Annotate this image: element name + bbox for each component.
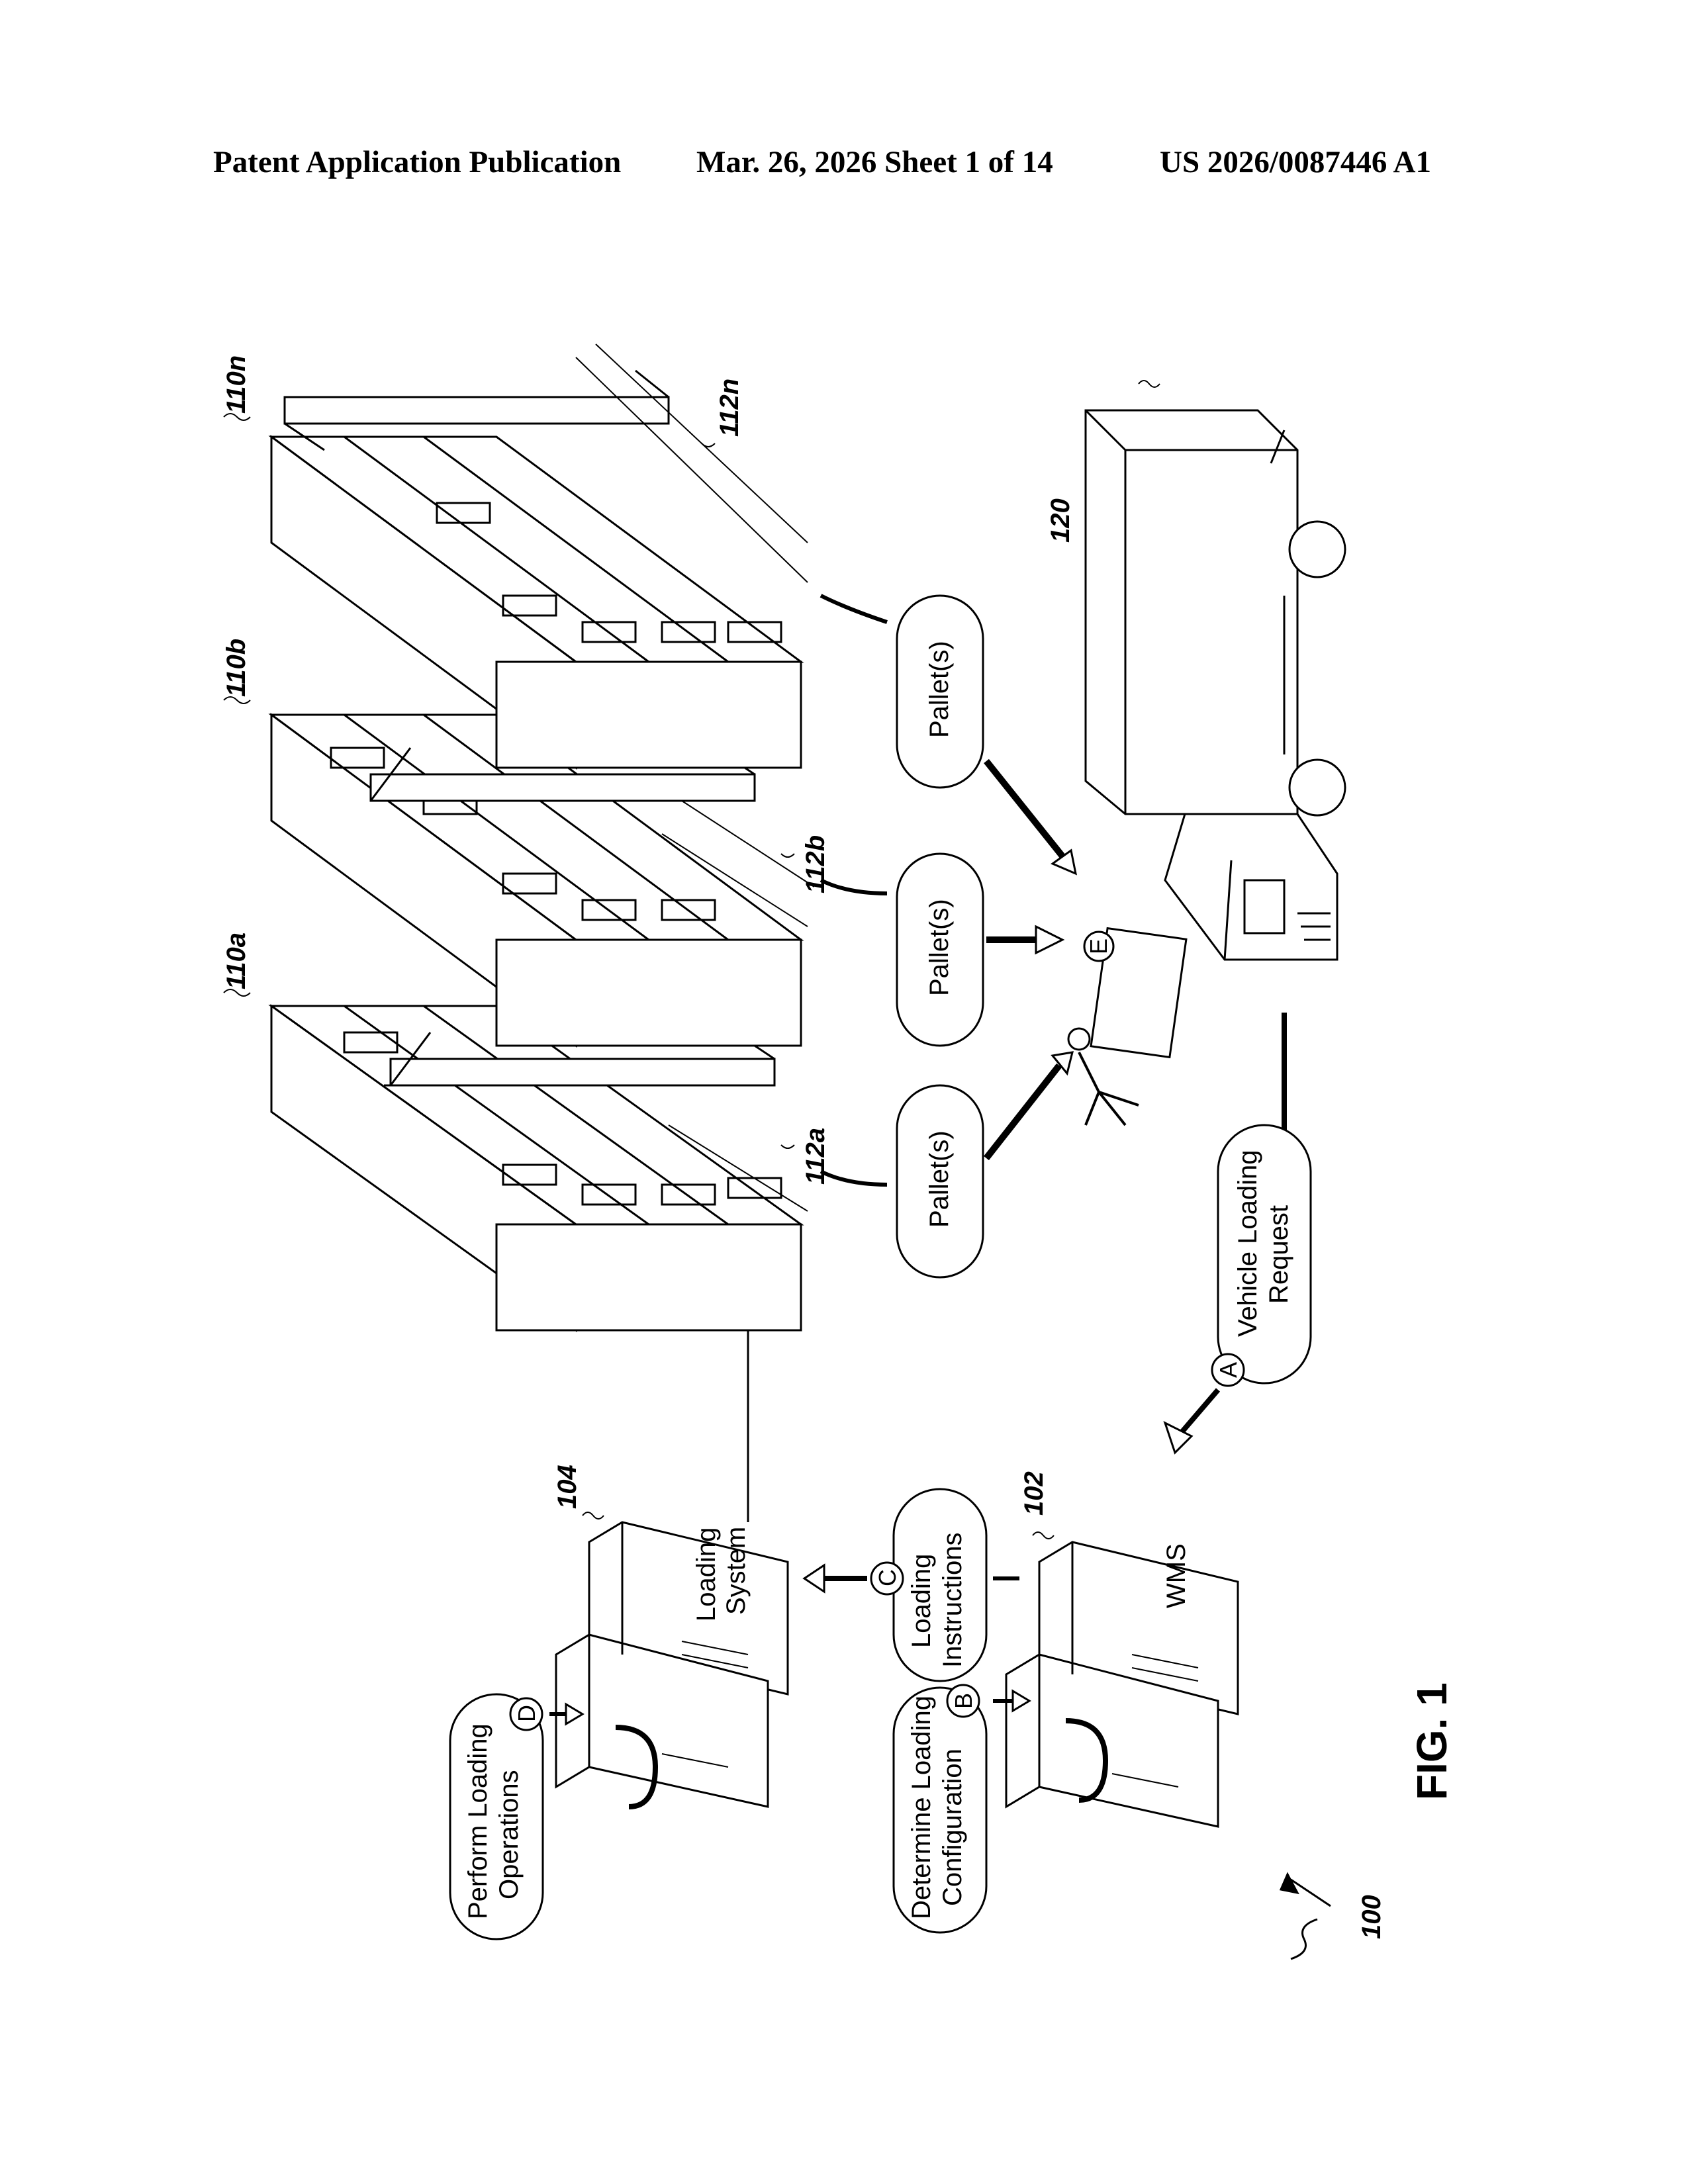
loading-instructions-bubble: Loading Instructions C [804,1489,1019,1681]
determine-line1: Determine Loading [907,1696,936,1919]
step-a-label: A [1215,1362,1242,1378]
label-120: 120 [1046,498,1075,543]
pallet-bubble-2: Pallet(s) [821,854,1062,1046]
pallets-label-1: Pallet(s) [925,1130,954,1228]
perform-line2: Operations [494,1770,524,1899]
label-110a: 110a [222,933,251,989]
ref-100: 100 [1281,1874,1386,1959]
storage-rack-110a [271,1006,801,1330]
truck-120: 120 [1046,381,1345,960]
instructions-line1: Loading [907,1554,936,1648]
label-112b: 112b [801,835,830,893]
loading-system-server-104: Loading System 104 [553,1465,788,1807]
wms-server-102: WMS 102 [1006,1471,1238,1827]
label-110n: 110n [222,355,251,414]
determine-configuration-bubble: Determine Loading Configuration B [894,1685,1105,1933]
pallets-label-2: Pallet(s) [925,899,954,996]
step-d-label: D [513,1705,540,1722]
pallets-label-3: Pallet(s) [925,641,954,738]
determine-line2: Configuration [938,1749,967,1906]
loading-system-line2: System [722,1527,751,1615]
step-c-label: C [874,1569,901,1586]
ref-110b: 110b [222,639,251,704]
vehicle-loading-request-bubble: Vehicle Loading Request A [1165,1013,1311,1453]
perform-line1: Perform Loading [463,1723,492,1919]
label-112a: 112a [801,1128,830,1185]
label-110b: 110b [222,639,251,697]
figure-label: FIG. 1 [1408,1682,1456,1800]
pallet-bubble-1: Pallet(s) [821,1052,1072,1277]
pallet-bubble-3: Pallet(s) [821,596,1076,874]
ref-112n: 112n [702,379,744,447]
instructions-line2: Instructions [938,1532,967,1668]
label-102: 102 [1019,1471,1049,1516]
wms-label: WMS [1162,1543,1191,1608]
step-b-label: B [950,1693,977,1709]
vehicle-request-line1: Vehicle Loading [1233,1150,1262,1337]
worker-with-pallet: E [1068,929,1186,1125]
label-112n: 112n [715,379,744,437]
ref-110a: 110a [222,933,251,996]
step-e-label: E [1085,938,1112,954]
loading-system-line1: Loading [692,1527,721,1621]
label-104: 104 [553,1465,582,1509]
vehicle-request-line2: Request [1264,1205,1293,1304]
ref-112a: 112a [781,1128,830,1185]
ref-112b: 112b [781,835,830,893]
ref-110n: 110n [222,355,251,420]
label-100: 100 [1357,1895,1386,1939]
